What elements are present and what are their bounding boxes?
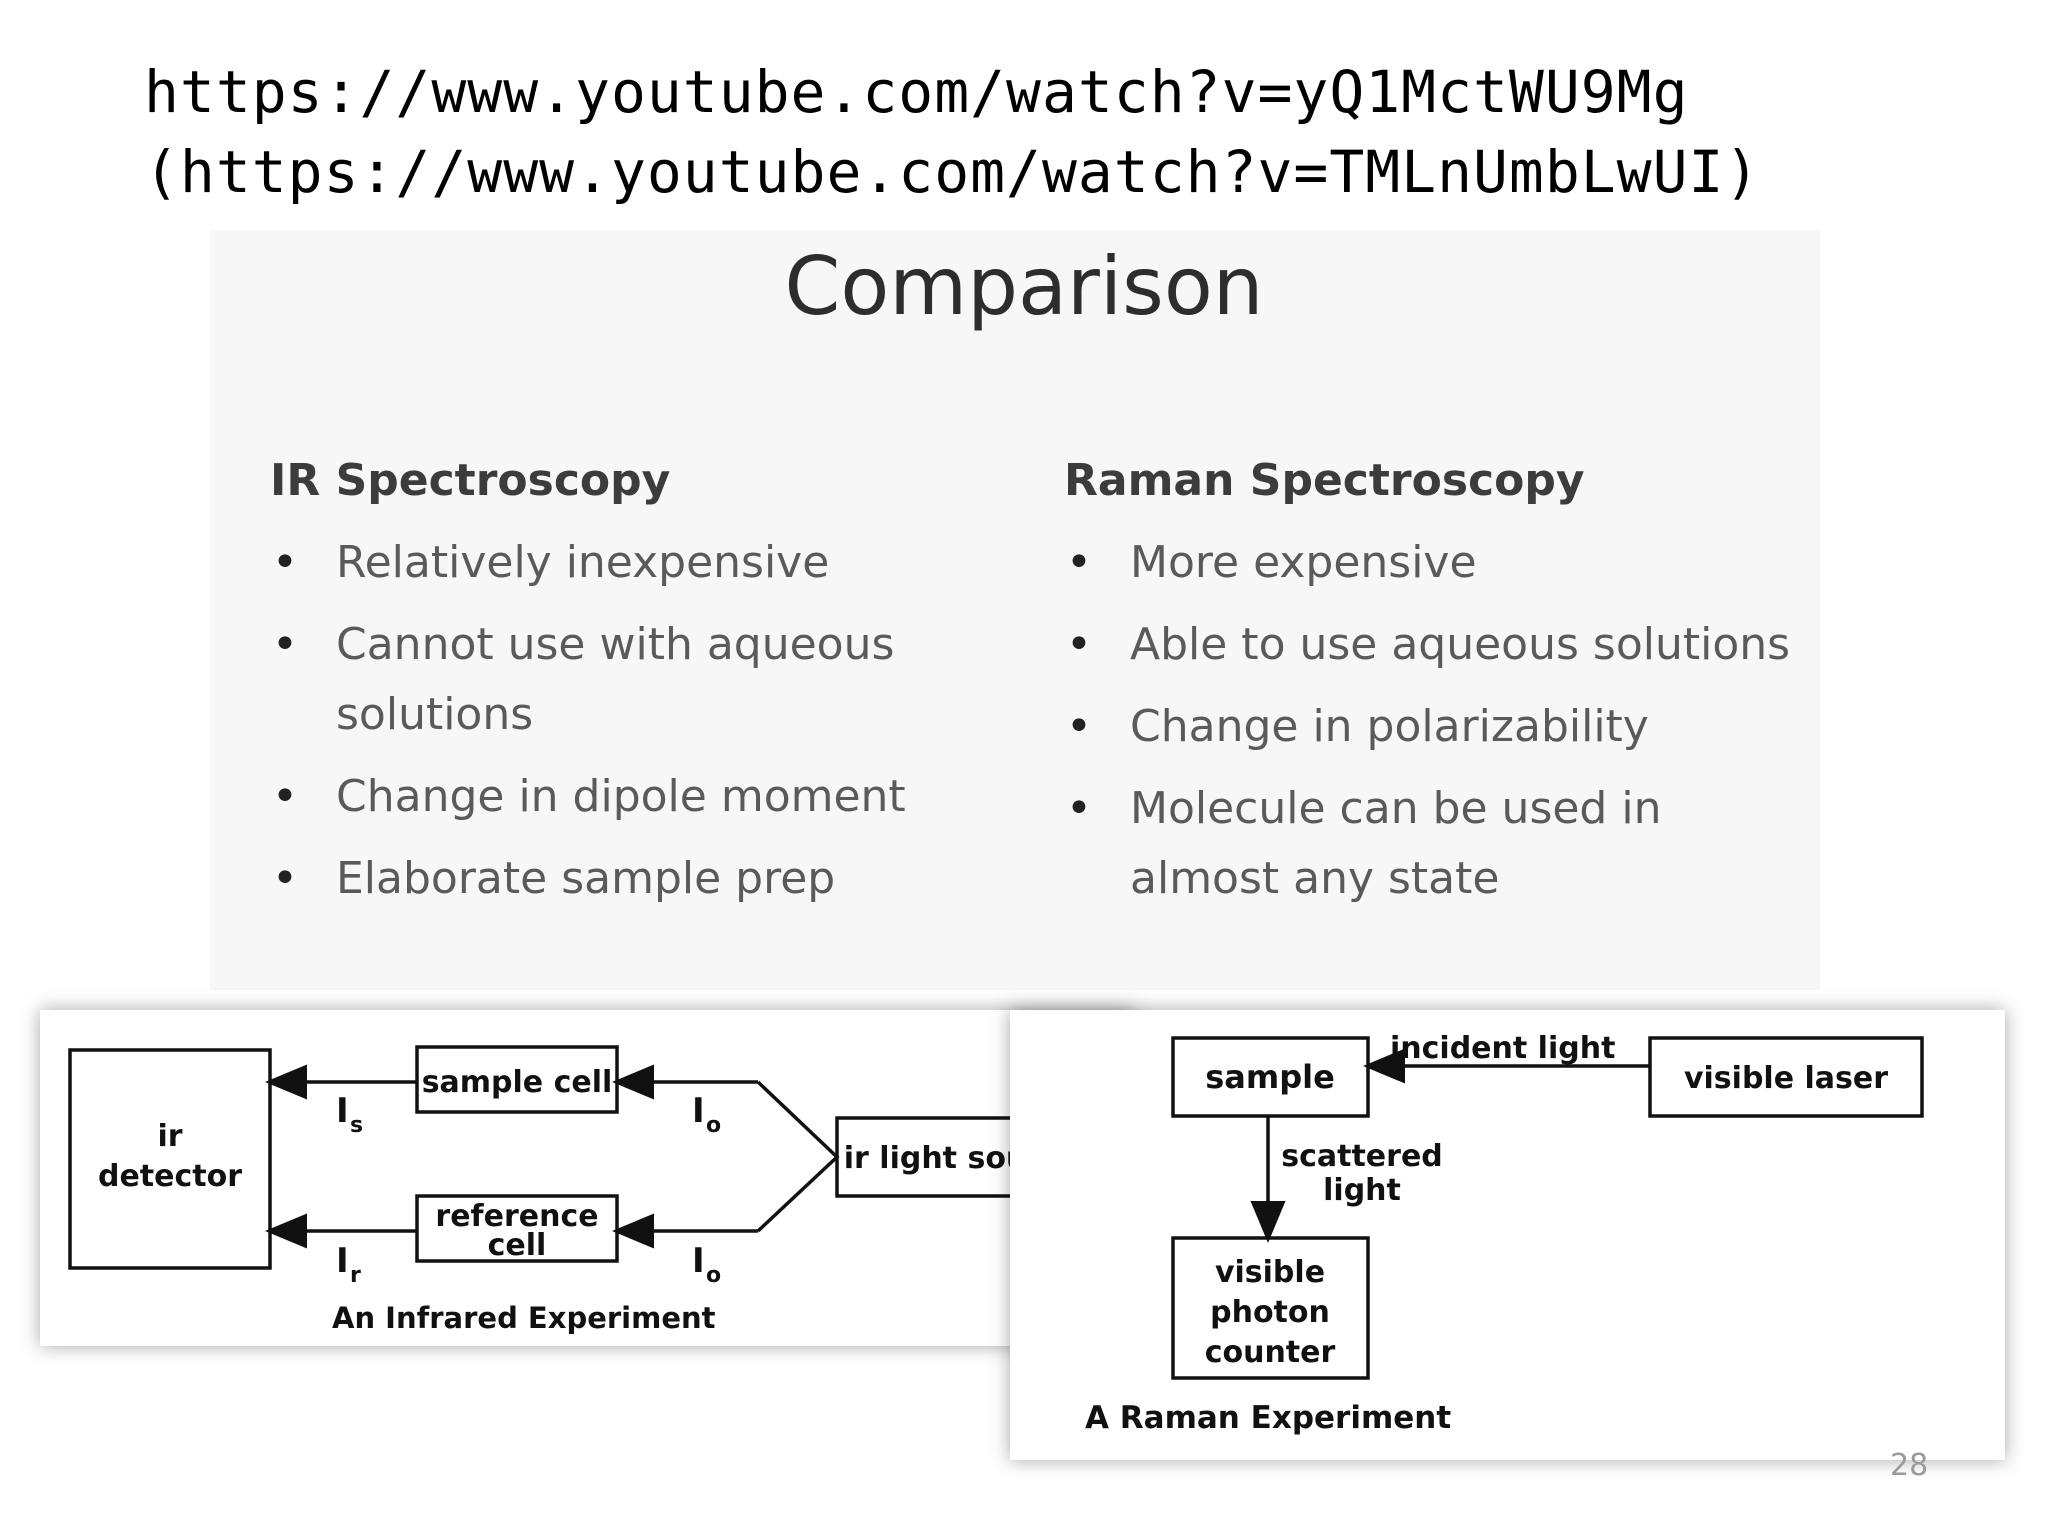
raman-bullet: Change in polarizability [1064,692,1804,762]
raman-bullet-list: More expensive Able to use aqueous solut… [1064,528,1804,914]
ir-bullet: Change in dipole moment [270,762,990,832]
ir-heading: IR Spectroscopy [270,455,671,506]
raman-caption: A Raman Experiment [1085,1400,1451,1436]
sample-label: sample [1205,1058,1335,1096]
visible-laser-box [1648,1036,1924,1118]
is-label-sub: s [350,1113,363,1138]
photon-counter-label: visible [1215,1255,1325,1290]
io-label-top-sub: o [706,1113,721,1138]
ir-bullet: Relatively inexpensive [270,528,990,598]
scattered-light-label: light [1323,1173,1401,1208]
io-label-top: I [692,1091,705,1131]
raman-diagram-svg: sample incident light visible laser scat… [1085,1031,1924,1436]
is-label: I [336,1091,349,1131]
ir-bullet-list: Relatively inexpensive Cannot use with a… [270,528,990,914]
raman-bullet: Able to use aqueous solutions [1064,610,1804,680]
page-number: 28 [1890,1448,1929,1483]
raman-bullet: Molecule can be used in almost any state [1064,774,1804,914]
ir-bullet: Elaborate sample prep [270,844,990,914]
photon-counter-label: photon [1210,1295,1330,1330]
sample-cell-label: sample cell [422,1065,613,1100]
incident-light-label: incident light [1390,1031,1615,1066]
video-link-2[interactable]: (https://www.youtube.com/watch?v=TMLnUmb… [144,138,1761,206]
ir-caption: An Infrared Experiment [332,1301,716,1335]
photon-counter-label: counter [1205,1335,1336,1370]
ir-bullet: Cannot use with aqueous solutions [270,610,990,750]
video-link-1[interactable]: https://www.youtube.com/watch?v=yQ1MctWU… [144,58,1689,126]
io-label-bottom-sub: o [706,1263,721,1288]
visible-laser-label: visible laser [1684,1061,1888,1096]
ir-diagram-svg: ir detector sample cell reference cell i… [68,1045,1089,1335]
raman-bullet: More expensive [1064,528,1804,598]
ir-label-sub: r [350,1263,361,1288]
raman-experiment-figure: sample incident light visible laser scat… [1010,1010,2005,1460]
ir-experiment-figure: ir detector sample cell reference cell i… [40,1010,1134,1346]
ir-detector-label: ir [157,1119,182,1154]
reference-cell-label: cell [488,1228,547,1263]
ir-detector-box [68,1048,272,1270]
ir-detector-label: detector [98,1159,242,1194]
raman-heading: Raman Spectroscopy [1064,455,1585,506]
ir-label: I [336,1241,349,1281]
slide-title: Comparison [784,240,1264,333]
raman-column: Raman Spectroscopy More expensive Able t… [1064,455,1804,926]
source-split-line [756,1080,840,1233]
reference-cell-label: reference [435,1199,598,1234]
scattered-light-label: scattered [1281,1139,1443,1174]
io-label-bottom: I [692,1241,705,1281]
ir-column: IR Spectroscopy Relatively inexpensive C… [270,455,990,926]
